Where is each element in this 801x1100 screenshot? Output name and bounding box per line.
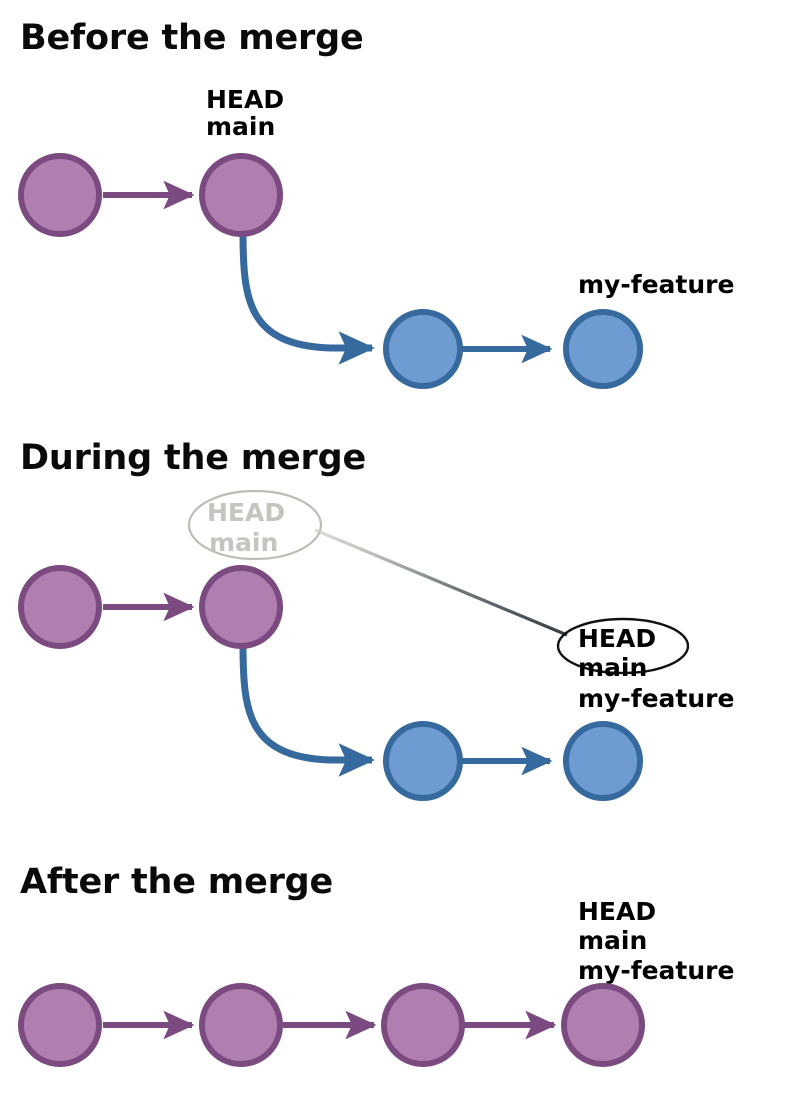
section-title-after: After the merge <box>20 862 333 902</box>
during-commit-main-2 <box>199 565 283 649</box>
during-target-branch-label: main <box>578 653 647 682</box>
during-target-ref-group: HEAD main my-feature <box>556 617 734 713</box>
after-branch-label: main <box>578 926 647 955</box>
during-ghost-head-label: HEAD <box>207 498 285 527</box>
after-head-label: HEAD <box>578 897 656 926</box>
before-main-head-label: HEAD <box>206 85 284 114</box>
after-commit-4 <box>561 983 645 1067</box>
section-before-the-merge: Before the merge HEAD main my-feature <box>18 18 734 389</box>
before-commit-main-1 <box>18 153 102 237</box>
during-commit-feature-2 <box>563 721 643 801</box>
during-ghost-ref-group: HEAD main <box>187 489 323 561</box>
during-commit-feature-1 <box>383 721 463 801</box>
section-during-the-merge: During the merge HEAD main HEAD main my-… <box>18 438 734 801</box>
after-commit-2 <box>199 983 283 1067</box>
during-ghost-ref-ellipse <box>187 489 323 561</box>
section-title-during: During the merge <box>20 438 366 478</box>
before-commit-main-2 <box>199 153 283 237</box>
after-commit-1 <box>18 983 102 1067</box>
section-after-the-merge: After the merge HEAD main my-feature <box>18 862 734 1067</box>
before-feature-label: my-feature <box>578 270 734 299</box>
during-edge-branch-off <box>239 643 375 777</box>
before-main-branch-label: main <box>206 112 275 141</box>
during-target-feature-label: my-feature <box>578 684 734 713</box>
before-commit-feature-1 <box>383 309 463 389</box>
during-ref-move-connector <box>314 528 568 637</box>
during-target-head-label: HEAD <box>578 624 656 653</box>
before-commit-feature-2 <box>563 309 643 389</box>
before-edge-branch-off <box>239 231 375 365</box>
during-ghost-branch-label: main <box>209 528 278 557</box>
during-target-ref-ellipse <box>556 617 690 675</box>
section-title-before: Before the merge <box>20 18 364 58</box>
during-commit-main-1 <box>18 565 102 649</box>
after-commit-3 <box>381 983 465 1067</box>
after-feature-label: my-feature <box>578 956 734 985</box>
